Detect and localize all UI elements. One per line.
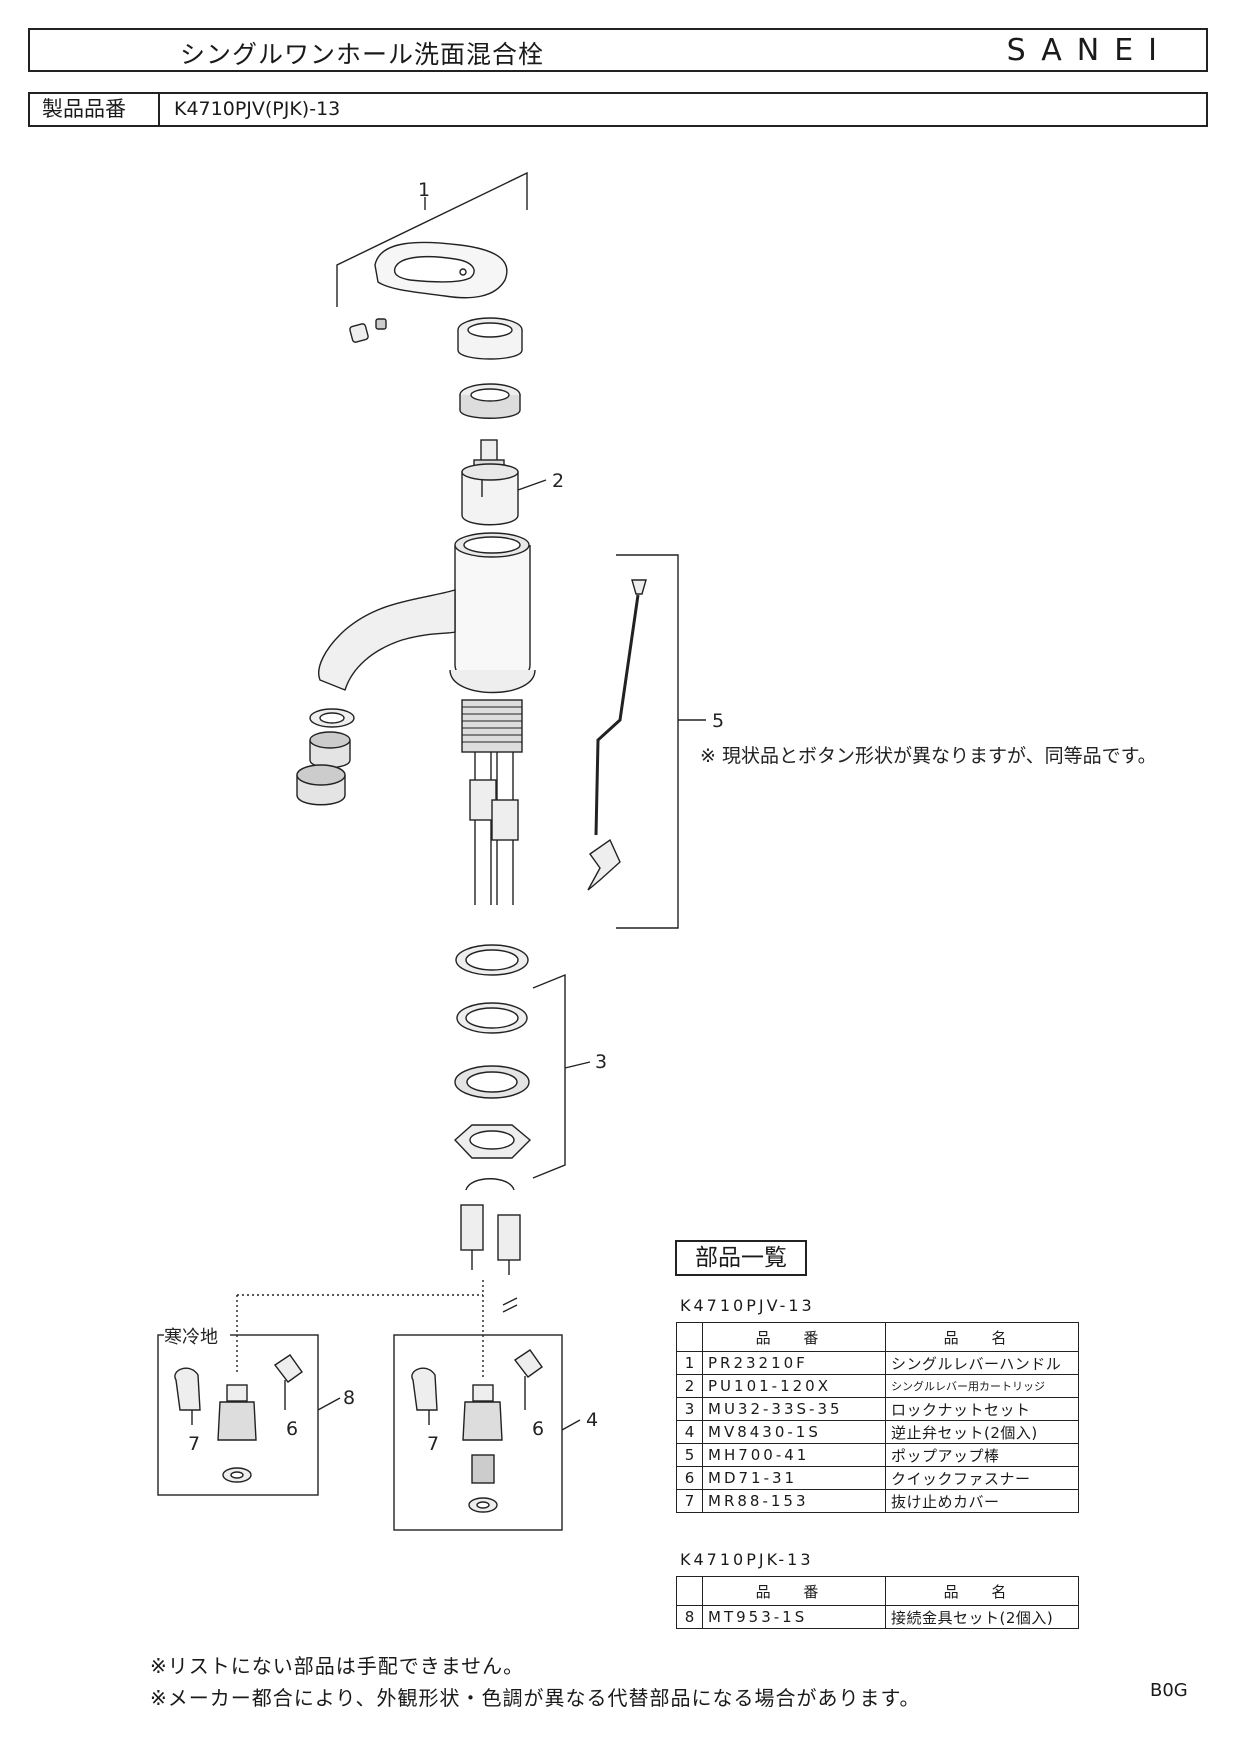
table-row: 8 MT953-1S 接続金具セット(2個入): [676, 1605, 1079, 1629]
row-name: 逆止弁セット(2個入): [885, 1420, 1079, 1444]
footer-note-2: ※メーカー都合により、外観形状・色調が異なる代替部品になる場合があります。: [150, 1686, 921, 1710]
row-code: MT953-1S: [702, 1605, 886, 1629]
table-header-no: [676, 1322, 703, 1352]
document-code: B0G: [1150, 1680, 1188, 1701]
brand-logo: SANEI: [1006, 33, 1172, 68]
row-no: 8: [676, 1605, 703, 1629]
table-header-code: 品 番: [702, 1576, 886, 1606]
callout-3: 3: [595, 1051, 607, 1073]
row-code: MH700-41: [702, 1443, 886, 1467]
row-code: MR88-153: [702, 1489, 886, 1513]
parts-list-heading: 部品一覧: [675, 1240, 807, 1276]
title-bar: シングルワンホール洗面混合栓 SANEI: [28, 28, 1208, 72]
row-code: PR23210F: [702, 1351, 886, 1375]
callout-5-bracket: [616, 554, 679, 929]
row-name: 接続金具セット(2個入): [885, 1605, 1079, 1629]
row-no: 4: [676, 1420, 703, 1444]
table-header-code: 品 番: [702, 1322, 886, 1352]
callout-1: 1: [418, 179, 430, 201]
row-no: 7: [676, 1489, 703, 1513]
callout-6-standard: 6: [532, 1418, 544, 1440]
row-no: 1: [676, 1351, 703, 1375]
footer-note-1: ※リストにない部品は手配できません。: [150, 1654, 525, 1678]
cold-region-label: 寒冷地: [164, 1327, 218, 1348]
callout-5: 5: [712, 710, 724, 732]
callout-6-cold: 6: [286, 1418, 298, 1440]
product-number: K4710PJV(PJK)-13: [174, 98, 341, 120]
table-row: 4 MV8430-1S 逆止弁セット(2個入): [676, 1420, 1079, 1444]
row-no: 5: [676, 1443, 703, 1467]
product-number-bar: 製品品番 K4710PJV(PJK)-13: [28, 92, 1208, 127]
row-name: ポップアップ棒: [885, 1443, 1079, 1467]
note-part-5: ※ 現状品とボタン形状が異なりますが、同等品です。: [700, 745, 1157, 767]
row-name: 抜け止めカバー: [885, 1489, 1079, 1513]
table-header-name: 品 名: [885, 1322, 1079, 1352]
row-name: クイックファスナー: [885, 1466, 1079, 1490]
model-label-2: K4710PJK-13: [680, 1550, 814, 1569]
row-code: PU101-120X: [702, 1374, 886, 1398]
row-name: ロックナットセット: [885, 1397, 1079, 1421]
handle-part: [374, 241, 508, 299]
table-row: 7 MR88-153 抜け止めカバー: [676, 1489, 1079, 1513]
table-row: 1 PR23210F シングルレバーハンドル: [676, 1351, 1079, 1375]
parts-table-2: 品 番 品 名 8 MT953-1S 接続金具セット(2個入): [676, 1576, 1079, 1629]
callout-1-bracket: [336, 171, 528, 307]
callout-7-standard: 7: [427, 1433, 439, 1455]
table-header-no: [676, 1576, 703, 1606]
table-header-row: 品 番 品 名: [676, 1576, 1079, 1606]
table-row: 5 MH700-41 ポップアップ棒: [676, 1443, 1079, 1467]
row-name: シングルレバーハンドル: [885, 1351, 1079, 1375]
row-code: MV8430-1S: [702, 1420, 886, 1444]
table-header-name: 品 名: [885, 1576, 1079, 1606]
row-no: 3: [676, 1397, 703, 1421]
row-code: MD71-31: [702, 1466, 886, 1490]
callout-2-leader: [517, 479, 547, 491]
callout-7-cold: 7: [188, 1433, 200, 1455]
row-name: シングルレバー用カートリッジ: [885, 1374, 1079, 1398]
table-row: 3 MU32-33S-35 ロックナットセット: [676, 1397, 1079, 1421]
callout-8: 8: [343, 1387, 355, 1409]
table-header-row: 品 番 品 名: [676, 1322, 1079, 1352]
row-code: MU32-33S-35: [702, 1397, 886, 1421]
product-number-label: 製品品番: [30, 94, 160, 125]
callout-2: 2: [552, 470, 564, 492]
parts-table-1: 品 番 品 名 1 PR23210F シングルレバーハンドル 2 PU101-1…: [676, 1322, 1079, 1513]
callout-3-bracket: [532, 973, 566, 1179]
model-label-1: K4710PJV-13: [680, 1296, 815, 1315]
table-row: 6 MD71-31 クイックファスナー: [676, 1466, 1079, 1490]
row-no: 2: [676, 1374, 703, 1398]
callout-4: 4: [586, 1409, 598, 1431]
table-row: 2 PU101-120X シングルレバー用カートリッジ: [676, 1374, 1079, 1398]
page-title: シングルワンホール洗面混合栓: [180, 40, 545, 69]
row-no: 6: [676, 1466, 703, 1490]
